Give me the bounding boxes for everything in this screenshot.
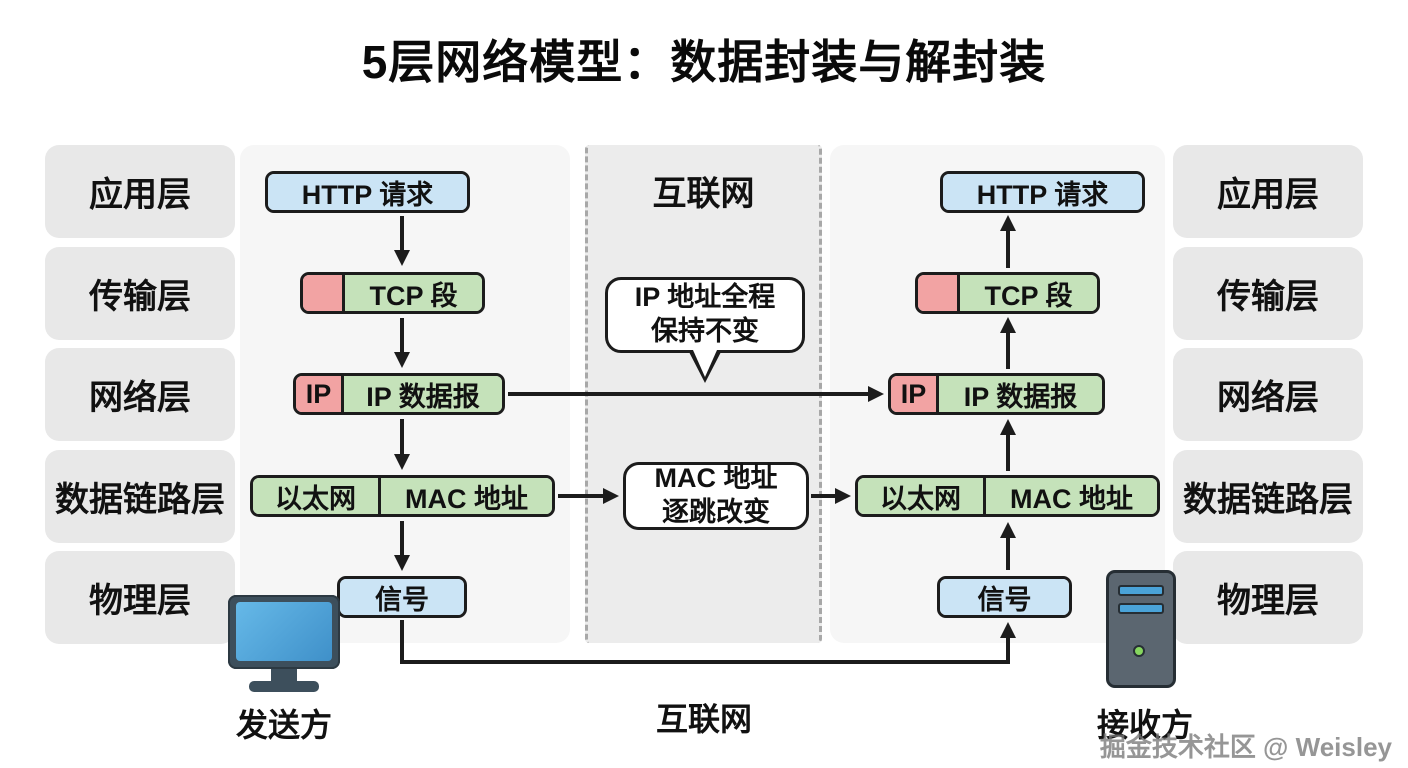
layer-label-left-physical: 物理层 (45, 551, 235, 644)
server-slot-icon (1118, 603, 1164, 614)
sender-tcp-label: TCP 段 (345, 275, 482, 311)
receiver-ip-tag: IP (891, 376, 939, 412)
layer-label-left-transport: 传输层 (45, 247, 235, 340)
sender-signal-label: 信号 (340, 579, 464, 615)
layer-label-left-network: 网络层 (45, 348, 235, 441)
receiver-ethernet-label: 以太网 (858, 478, 986, 514)
monitor-glass (236, 602, 332, 661)
receiver-server-icon (1106, 570, 1176, 688)
callout-tail-fill (693, 350, 717, 377)
receiver-ip-box: IP IP 数据报 (888, 373, 1105, 415)
internet-header: 互联网 (652, 175, 755, 213)
monitor-base (249, 681, 319, 692)
mac-note-line2: 逐跳改变 (662, 497, 770, 527)
ip-callout-line2: 保持不变 (651, 316, 759, 346)
receiver-tcp-label: TCP 段 (960, 275, 1097, 311)
sender-http-label: HTTP 请求 (268, 174, 467, 210)
ip-callout-line1: IP 地址全程 (634, 282, 776, 313)
receiver-tcp-header-segment (918, 275, 960, 311)
layer-label-right-physical: 物理层 (1173, 551, 1363, 644)
sender-tcp-box: TCP 段 (300, 272, 485, 314)
diagram-title: 5层网络模型：数据封装与解封装 (361, 36, 1047, 88)
sender-ethernet-label: 以太网 (253, 478, 381, 514)
sender-ip-box: IP IP 数据报 (293, 373, 505, 415)
receiver-signal-label: 信号 (940, 579, 1069, 615)
receiver-http-label: HTTP 请求 (943, 174, 1142, 210)
layer-label-left-application: 应用层 (45, 145, 235, 238)
sender-tcp-header-segment (303, 275, 345, 311)
receiver-http-box: HTTP 请求 (940, 171, 1145, 213)
layer-label-right-network: 网络层 (1173, 348, 1363, 441)
server-led-icon (1133, 645, 1145, 657)
server-slot-icon (1118, 585, 1164, 596)
layer-label-right-application: 应用层 (1173, 145, 1363, 238)
sender-ip-label: IP 数据报 (344, 376, 502, 412)
ip-unchanged-callout: IP 地址全程 保持不变 (605, 277, 805, 383)
internet-bottom-caption: 互联网 (655, 701, 752, 737)
receiver-ip-label: IP 数据报 (939, 376, 1102, 412)
layer-label-right-datalink: 数据链路层 (1173, 450, 1363, 543)
receiver-signal-box: 信号 (937, 576, 1072, 618)
receiver-mac-label: MAC 地址 (986, 478, 1157, 514)
sender-caption: 发送方 (235, 707, 332, 743)
sender-frame-box: 以太网 MAC 地址 (250, 475, 555, 517)
internet-column-panel (585, 145, 822, 643)
mac-hop-note: MAC 地址 逐跳改变 (623, 462, 809, 530)
sender-ip-tag: IP (296, 376, 344, 412)
layer-label-right-transport: 传输层 (1173, 247, 1363, 340)
layer-label-left-datalink: 数据链路层 (45, 450, 235, 543)
watermark: 掘金技术社区 @ Weisley (1099, 732, 1392, 762)
receiver-frame-box: 以太网 MAC 地址 (855, 475, 1160, 517)
mac-note-line1: MAC 地址 (654, 463, 778, 494)
sender-http-box: HTTP 请求 (265, 171, 470, 213)
monitor-neck (271, 669, 297, 681)
receiver-caption: 接收方 (1096, 707, 1193, 743)
sender-mac-label: MAC 地址 (381, 478, 552, 514)
receiver-tcp-box: TCP 段 (915, 272, 1100, 314)
sender-computer-icon (228, 595, 340, 669)
sender-signal-box: 信号 (337, 576, 467, 618)
